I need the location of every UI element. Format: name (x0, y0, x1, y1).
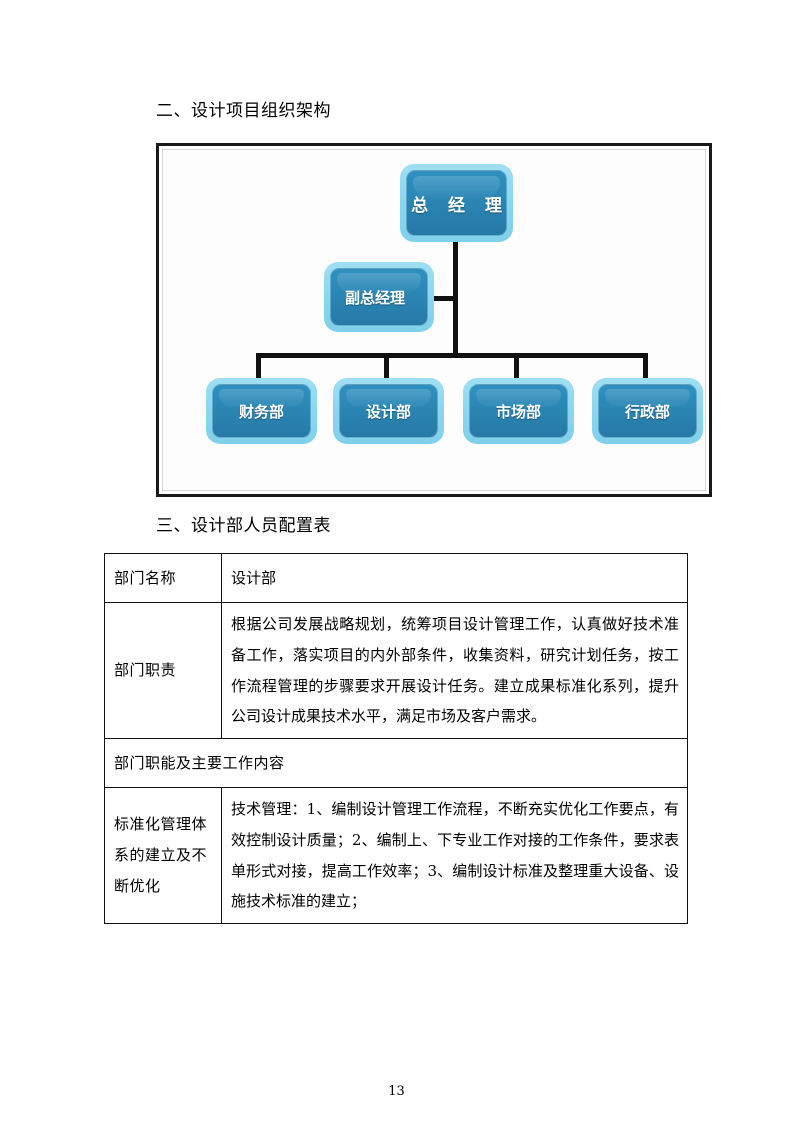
connector-horizontal-bus (256, 353, 648, 358)
org-node-design-department-label: 设计部 (365, 402, 411, 421)
org-chart-frame: 总 经 理 副总经理 财务部 设计部 (156, 143, 712, 497)
table-row: 部门职能及主要工作内容 (104, 738, 688, 788)
table-cell-value-standardization-system: 技术管理：1、编制设计管理工作流程，不断充实优化工作要点，有效控制设计质量；2、… (221, 787, 688, 924)
org-node-administration-department-body: 行政部 (598, 384, 697, 438)
table-row: 部门职责 根据公司发展战略规划，统筹项目设计管理工作，认真做好技术准备工作，落实… (104, 602, 688, 739)
org-node-finance-department: 财务部 (206, 378, 317, 444)
org-node-design-department-body: 设计部 (339, 384, 438, 438)
org-node-general-manager-body: 总 经 理 (406, 170, 507, 236)
org-node-deputy-general-manager: 副总经理 (324, 262, 434, 332)
org-node-finance-department-body: 财务部 (212, 384, 311, 438)
table-row: 部门名称 设计部 (104, 553, 688, 603)
page-number: 13 (388, 1084, 405, 1099)
table-row: 标准化管理体系的建立及不断优化 技术管理：1、编制设计管理工作流程，不断充实优化… (104, 787, 688, 924)
connector-drop-4 (643, 353, 648, 379)
org-chart-frame-inner: 总 经 理 副总经理 财务部 设计部 (162, 149, 706, 491)
org-node-general-manager: 总 经 理 (400, 164, 513, 242)
org-node-deputy-general-manager-body: 副总经理 (330, 268, 428, 326)
table-cell-label-standardization-system: 标准化管理体系的建立及不断优化 (104, 787, 222, 924)
table-cell-functions-heading: 部门职能及主要工作内容 (104, 738, 688, 788)
design-department-table: 部门名称 设计部 部门职责 根据公司发展战略规划，统筹项目设计管理工作，认真做好… (104, 553, 688, 924)
table-cell-label-department-name: 部门名称 (104, 553, 222, 603)
section-heading-staffing-table: 三、设计部人员配置表 (156, 516, 331, 536)
org-node-deputy-general-manager-label: 副总经理 (345, 288, 406, 307)
org-node-market-department-body: 市场部 (469, 384, 568, 438)
org-node-market-department: 市场部 (463, 378, 574, 444)
org-node-design-department: 设计部 (333, 378, 444, 444)
connector-deputy-stub (429, 296, 457, 301)
table-cell-value-department-name: 设计部 (221, 553, 688, 603)
table-cell-label-department-duties: 部门职责 (104, 602, 222, 739)
connector-drop-3 (514, 353, 519, 379)
connector-drop-1 (256, 353, 261, 379)
section-heading-org-structure: 二、设计项目组织架构 (156, 101, 331, 121)
org-node-market-department-label: 市场部 (495, 402, 541, 421)
org-node-administration-department: 行政部 (592, 378, 703, 444)
org-node-general-manager-label: 总 经 理 (411, 195, 507, 216)
org-chart-canvas: 总 经 理 副总经理 财务部 设计部 (163, 150, 705, 490)
connector-drop-2 (384, 353, 389, 379)
org-node-administration-department-label: 行政部 (624, 402, 670, 421)
table-cell-value-department-duties: 根据公司发展战略规划，统筹项目设计管理工作，认真做好技术准备工作，落实项目的内外… (221, 602, 688, 739)
org-node-finance-department-label: 财务部 (238, 402, 284, 421)
